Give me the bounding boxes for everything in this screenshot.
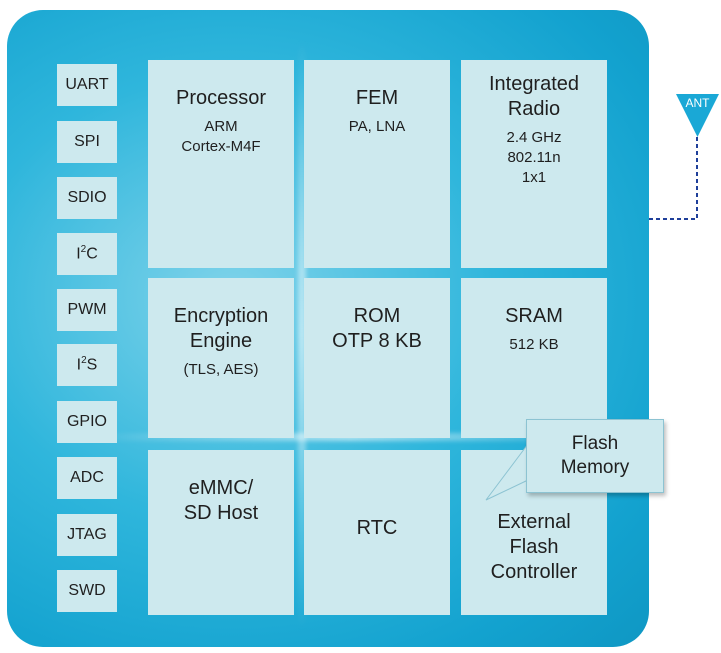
block-title: Controller bbox=[490, 561, 578, 583]
block-title: SD Host bbox=[183, 502, 259, 524]
interface-pwm: PWM bbox=[57, 289, 117, 331]
interface-label: SWD bbox=[68, 582, 106, 599]
block-title: RTC bbox=[356, 517, 398, 539]
interface-label: PWM bbox=[67, 301, 107, 318]
block-emmc-sd-host: eMMC/ SD Host bbox=[148, 450, 294, 615]
block-title: FEM bbox=[355, 87, 399, 109]
block-subtitle: 2.4 GHz bbox=[506, 129, 562, 146]
block-title: External bbox=[497, 511, 571, 533]
block-title: OTP 8 KB bbox=[332, 330, 422, 352]
interface-label: JTAG bbox=[67, 526, 107, 543]
flash-memory-label: Memory bbox=[560, 457, 630, 478]
antenna-icon bbox=[676, 94, 719, 137]
interface-gpio: GPIO bbox=[57, 401, 117, 443]
block-subtitle: 802.11n bbox=[507, 149, 561, 166]
block-subtitle: 1x1 bbox=[521, 169, 547, 186]
block-title: eMMC/ bbox=[188, 477, 254, 499]
interface-superscript: 2 bbox=[81, 355, 87, 367]
block-title: Flash bbox=[509, 536, 559, 558]
block-subtitle: ARM bbox=[204, 118, 238, 135]
flash-memory-label: Flash bbox=[571, 433, 619, 454]
block-subtitle: PA, LNA bbox=[348, 118, 406, 135]
interface-label: I bbox=[76, 356, 82, 374]
interface-i2s: I2S bbox=[57, 344, 117, 386]
flash-memory-callout: Flash Memory bbox=[526, 419, 664, 493]
interface-superscript: 2 bbox=[80, 244, 87, 256]
block-title: Engine bbox=[189, 330, 253, 352]
interface-label: UART bbox=[65, 76, 109, 93]
interface-i2c: I2C bbox=[57, 233, 117, 275]
antenna: ANT bbox=[674, 92, 721, 162]
interface-adc: ADC bbox=[57, 457, 117, 499]
interface-swd: SWD bbox=[57, 570, 117, 612]
interface-label-tail: S bbox=[86, 356, 98, 374]
block-subtitle: (TLS, AES) bbox=[183, 361, 259, 378]
interface-jtag: JTAG bbox=[57, 514, 117, 556]
interface-label: GPIO bbox=[66, 413, 107, 430]
block-encryption-engine: Encryption Engine (TLS, AES) bbox=[148, 278, 294, 438]
interface-spi: SPI bbox=[57, 121, 117, 163]
block-fem: FEM PA, LNA bbox=[304, 60, 450, 268]
interface-label: I bbox=[76, 245, 81, 263]
interface-label-tail: C bbox=[86, 245, 98, 263]
block-rtc: RTC bbox=[304, 450, 450, 615]
interface-sdio: SDIO bbox=[57, 177, 117, 219]
block-rom: ROM OTP 8 KB bbox=[304, 278, 450, 438]
interface-label: ADC bbox=[70, 469, 104, 486]
block-subtitle: Cortex-M4F bbox=[181, 138, 261, 155]
block-sram: SRAM 512 KB bbox=[461, 278, 607, 438]
block-title: Processor bbox=[175, 87, 267, 109]
block-title: Integrated bbox=[488, 73, 580, 95]
block-subtitle: 512 KB bbox=[509, 336, 559, 353]
block-title: ROM bbox=[353, 305, 401, 327]
interface-label: SPI bbox=[74, 133, 100, 150]
interface-uart: UART bbox=[57, 64, 117, 106]
block-processor: Processor ARM Cortex-M4F bbox=[148, 60, 294, 268]
block-title: Radio bbox=[507, 98, 561, 120]
block-title: SRAM bbox=[505, 305, 563, 327]
glow-vertical bbox=[298, 40, 306, 630]
block-integrated-radio: Integrated Radio 2.4 GHz 802.11n 1x1 bbox=[461, 60, 607, 268]
antenna-label: ANT bbox=[685, 96, 710, 110]
block-title: Encryption bbox=[173, 305, 269, 327]
interface-label: SDIO bbox=[67, 189, 107, 206]
